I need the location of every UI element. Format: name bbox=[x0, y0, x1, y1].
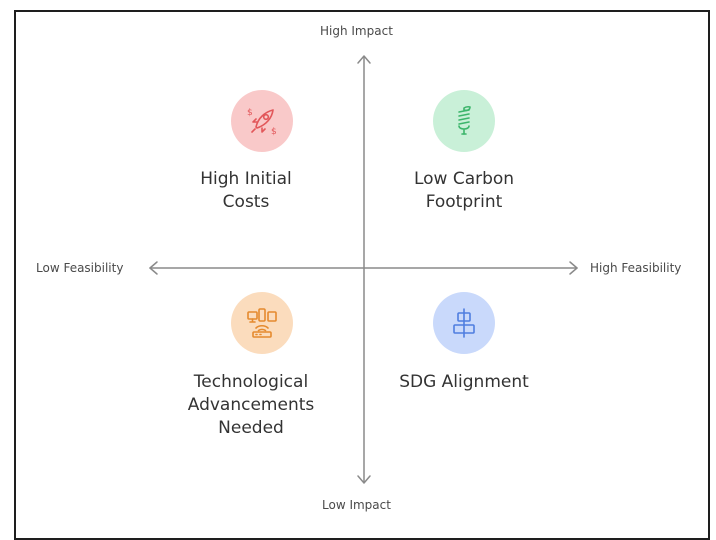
arrow-up-icon bbox=[357, 55, 371, 64]
axis-label-bottom: Low Impact bbox=[322, 498, 391, 512]
devices-network-icon bbox=[231, 292, 293, 354]
arrow-right-icon bbox=[569, 261, 578, 275]
eco-bulb-icon bbox=[433, 90, 495, 152]
quadrant-label-top-left: High Initial Costs bbox=[200, 169, 292, 212]
axis-label-right: High Feasibility bbox=[590, 261, 682, 275]
axes bbox=[149, 55, 578, 484]
quadrant-label-top-right: Low Carbon Footprint bbox=[413, 169, 515, 212]
arrow-down-icon bbox=[357, 475, 371, 484]
axis-label-top: High Impact bbox=[320, 24, 393, 38]
quadrant-label-bottom-right: SDG Alignment bbox=[399, 372, 529, 392]
arrow-left-icon bbox=[149, 261, 158, 275]
quadrant-label-bottom-left: Technological Advancements Needed bbox=[187, 372, 315, 438]
svg-text:$: $ bbox=[271, 127, 277, 137]
axis-label-left: Low Feasibility bbox=[36, 261, 124, 275]
svg-text:$: $ bbox=[247, 108, 253, 118]
align-center-icon bbox=[433, 292, 495, 354]
rocket-money-icon: $ $ bbox=[231, 90, 293, 152]
